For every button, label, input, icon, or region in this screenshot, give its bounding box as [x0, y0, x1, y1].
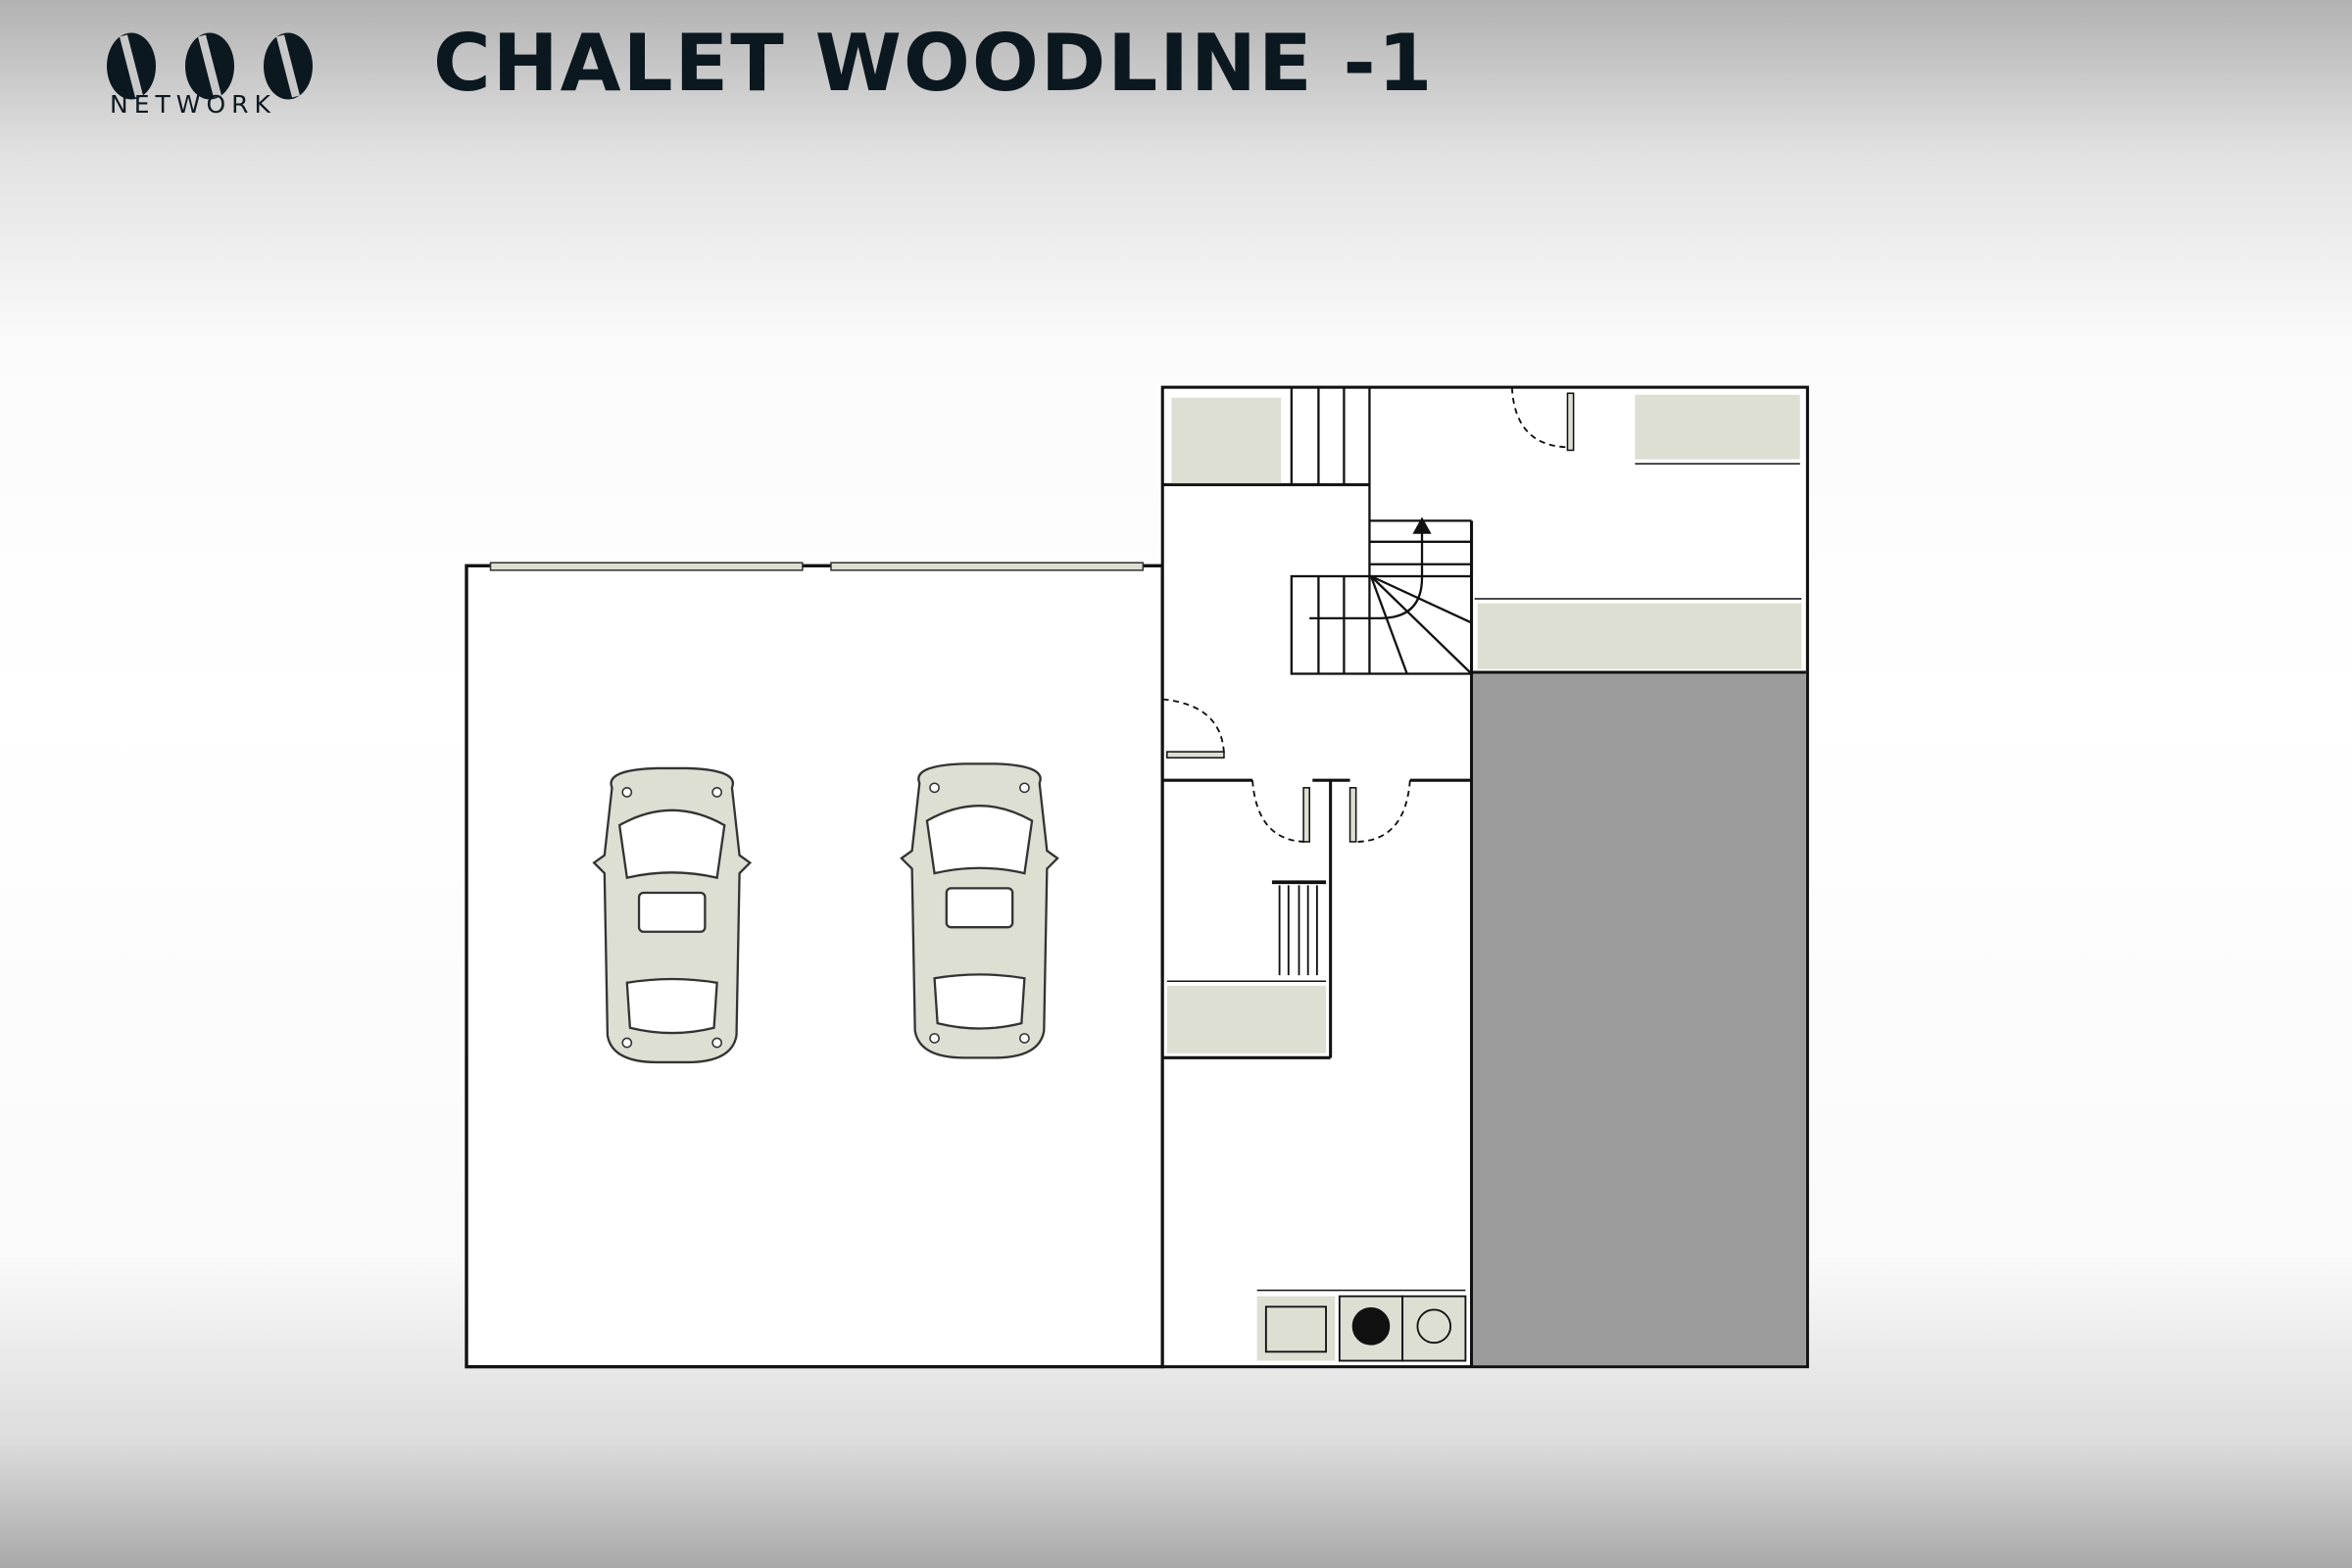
garage: [465, 562, 1164, 1369]
car-icon: [900, 762, 1059, 1059]
storage-cabinet: [1166, 985, 1327, 1054]
dryer-icon: [1401, 1295, 1467, 1362]
laundry: [1256, 1289, 1467, 1362]
staircase: [1290, 387, 1473, 675]
car-icon: [592, 766, 752, 1064]
storage-cabinet: [1635, 394, 1800, 460]
page-title: CHALET WOODLINE -1: [433, 18, 1435, 109]
main-block: [1160, 385, 1809, 1369]
ski-rack-icon: [1271, 880, 1327, 976]
technical-area: [1473, 673, 1806, 1366]
storage-cabinet: [1171, 397, 1282, 484]
storage-cabinet: [1477, 603, 1802, 669]
logo: [107, 32, 313, 100]
garage-door-left: [489, 562, 804, 571]
garage-door-right: [830, 562, 1145, 571]
brand-name: NETWORK: [110, 90, 276, 119]
